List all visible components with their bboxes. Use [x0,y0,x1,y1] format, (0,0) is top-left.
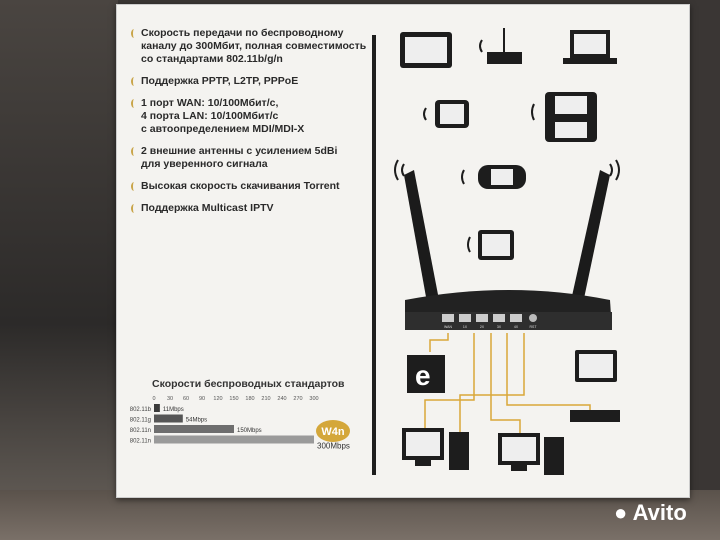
port-label: RST [530,325,538,329]
value-label: 11Mbps [163,407,184,413]
pc-tower-icon [544,437,564,475]
speed-bar [154,425,234,433]
bullet-icon [131,77,137,86]
port-2x [476,314,488,322]
bullet-icon [131,29,137,38]
antenna-left [404,170,440,308]
cables [424,333,591,433]
x-tick-label: 120 [213,396,222,402]
bullet-icon [131,182,137,191]
access-point-icon [487,52,522,64]
feature-item: Скорость передачи по беспроводному канал… [131,27,371,66]
speed-bar [154,404,160,412]
model-badge [316,420,350,442]
bullet-icon [131,147,137,156]
category-label: 802.11n [130,428,151,434]
x-tick-label: 300 [309,396,318,402]
x-tick-label: 60 [183,396,189,402]
feature-item: Поддержка Multicast IPTV [131,202,371,215]
devices: e [400,28,620,475]
reset-button [529,314,537,322]
feature-item: Высокая скорость скачивания Torrent [131,180,371,193]
feature-text: Скорость передачи по беспроводному канал… [141,27,367,65]
speed-bar [154,414,183,423]
set-top-box-icon [570,410,620,422]
feature-list: Скорость передачи по беспроводному канал… [131,27,371,224]
port-label: 1X [463,325,468,329]
feature-text: Поддержка PPTP, L2TP, PPPoE [141,75,299,87]
svg-text:e: e [415,360,431,391]
x-tick-label: 270 [293,396,302,402]
port-label: 3X [497,325,502,329]
divider [372,35,376,475]
background-left [0,0,118,540]
port-1x [459,314,471,322]
value-label: 150Mbps [237,428,262,434]
category-label: 802.11n [130,439,151,445]
port-label: WAN [444,325,453,329]
avito-watermark: ● Avito [614,500,687,525]
bullet-icon [131,204,137,213]
wifi-icons [394,39,620,253]
internet-explorer-icon [407,355,445,393]
port-4x [510,314,522,322]
router-ports: WAN 1X 2X 3X 4X RST [442,314,537,329]
antenna-right [570,170,610,308]
router-diagram: WAN 1X 2X 3X 4X RST e [394,28,620,475]
feature-text: 1 порт WAN: 10/100Мбит/с, 4 порта LAN: 1… [141,97,305,135]
x-tick-label: 150 [229,396,238,402]
speed-bar [154,435,314,444]
value-label: 54Mbps [186,418,207,424]
feature-text: 2 внешние антенны с усилением 5dBi для у… [141,145,338,170]
port-wan [442,314,454,322]
feature-text: Поддержка Multicast IPTV [141,202,274,214]
feature-text: Высокая скорость скачивания Torrent [141,180,340,192]
x-tick-label: 0 [152,396,155,402]
x-tick-label: 210 [261,396,270,402]
x-tick-label: 180 [245,396,254,402]
bullet-icon [131,99,137,108]
x-tick-label: 90 [199,396,205,402]
port-label: 4X [514,325,519,329]
model-badge-text: W4n [321,426,345,438]
feature-item: 1 порт WAN: 10/100Мбит/с, 4 порта LAN: 1… [131,97,371,136]
x-tick-label: 240 [277,396,286,402]
value-label: 300Mbps [317,442,350,451]
feature-item: 2 внешние антенны с усилением 5dBi для у… [131,145,371,171]
speed-chart: 0 30 60 90 120 150 180 210 240 270 300 802.11b 11Mbp… [130,396,350,451]
category-label: 802.11g [130,418,151,424]
port-3x [493,314,505,322]
chart-title: Скорости беспроводных стандартов [152,378,345,390]
pc-tower-icon [449,432,469,470]
category-label: 802.11b [130,407,152,413]
x-tick-label: 30 [167,396,173,402]
port-label: 2X [480,325,485,329]
feature-item: Поддержка PPTP, L2TP, PPPoE [131,75,371,88]
background-table [0,490,720,540]
